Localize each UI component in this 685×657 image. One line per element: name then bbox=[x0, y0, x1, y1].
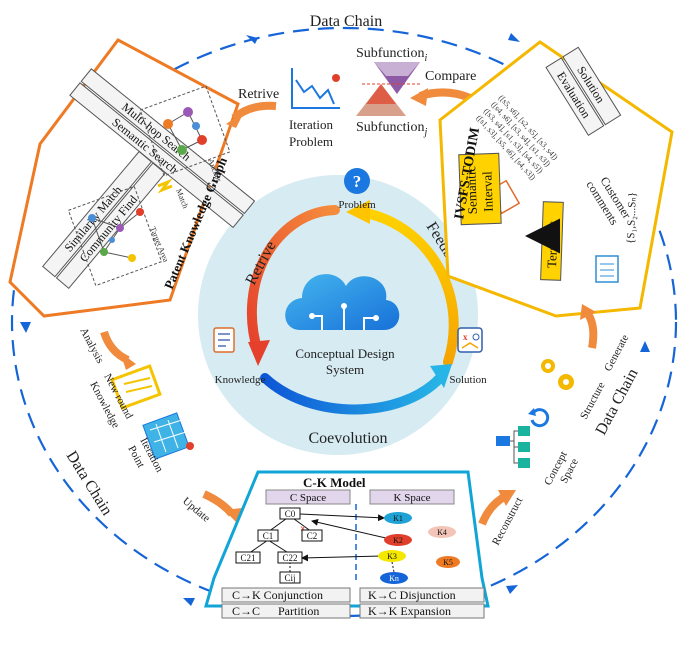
new-round-knowledge-icon bbox=[110, 364, 162, 410]
c-node-cij: Cij bbox=[284, 573, 295, 583]
op-c-c-partition: C→C Partition bbox=[232, 604, 319, 618]
knowledge-label: Knowledge bbox=[215, 374, 266, 386]
data-chain-arrowhead bbox=[506, 585, 518, 594]
subfunction-j-label: Subfunctionj bbox=[356, 120, 427, 138]
data-chain-arrowhead bbox=[183, 598, 195, 606]
c-space-label: C Space bbox=[290, 492, 326, 504]
question-icon bbox=[344, 168, 370, 194]
solution-label: Solution bbox=[449, 374, 487, 386]
op-k-k-expansion: K→K Expansion bbox=[368, 604, 451, 618]
svg-text:x: x bbox=[463, 332, 468, 342]
patent-graph-panel: Multi-hop Search Semantic Search Similar… bbox=[8, 38, 256, 318]
ck-model-title: C-K Model bbox=[303, 475, 366, 490]
iteration-problem-1: Iteration bbox=[289, 117, 334, 132]
op-c-k-conjunction: C→K Conjunction bbox=[232, 588, 323, 602]
target-area-graph bbox=[67, 185, 163, 287]
analysis-arrow-head bbox=[120, 352, 136, 370]
k-node-k2: K2 bbox=[393, 536, 403, 545]
data-chain-label-right: Data Chain bbox=[593, 366, 642, 438]
data-chain-label-top: Data Chain bbox=[310, 13, 382, 30]
data-chain-arrowhead bbox=[246, 35, 258, 44]
semantic-interval-2: Interval bbox=[479, 171, 495, 212]
iteration-problem-chart-icon bbox=[291, 68, 340, 109]
refresh-icon bbox=[528, 408, 550, 428]
c-node-c22: C22 bbox=[282, 553, 297, 563]
anchor-graph bbox=[139, 85, 231, 177]
data-chain-label-left: Data Chain bbox=[63, 448, 116, 518]
coevolution-label: Coevolution bbox=[308, 430, 387, 447]
analysis-label: Analysis bbox=[77, 326, 106, 366]
retrive-arc bbox=[246, 205, 340, 357]
cloud-icon bbox=[285, 274, 400, 330]
solution-icon: x bbox=[457, 327, 483, 353]
retrive-arc-head bbox=[248, 340, 270, 366]
data-chain-arrowhead bbox=[20, 322, 31, 333]
k-node-k5: K5 bbox=[443, 558, 453, 567]
semantic-interval-1: Semantic bbox=[463, 165, 480, 214]
problem-label: Problem bbox=[338, 199, 376, 211]
ck-model-panel: C-K Model C Space K Space × C0 C1 C2 C21… bbox=[204, 470, 490, 619]
retrive-arrow-head bbox=[226, 112, 244, 128]
system-label-1: Conceptual Design bbox=[295, 346, 395, 361]
generate-arrow bbox=[584, 311, 598, 349]
knowledge-icon bbox=[213, 327, 235, 353]
subfunction-i-label: Subfunctioni bbox=[356, 46, 427, 64]
c-node-c2: C2 bbox=[307, 531, 318, 541]
c-node-c21: C21 bbox=[240, 553, 255, 563]
k-node-k1: K1 bbox=[393, 514, 403, 523]
term-set-box: Term Set bbox=[544, 220, 561, 268]
compare-arrow-head bbox=[410, 88, 428, 106]
retrive-arrow bbox=[231, 101, 277, 122]
c-node-c1: C1 bbox=[263, 531, 274, 541]
c-node-c0: C0 bbox=[285, 509, 296, 519]
term-set-icon bbox=[595, 255, 619, 283]
question-glyph: ? bbox=[353, 172, 362, 191]
structure-gears-icon bbox=[541, 359, 574, 390]
compare-label: Compare bbox=[425, 69, 476, 84]
match-bolt-icon bbox=[157, 178, 173, 194]
data-chain-arrowhead bbox=[508, 33, 520, 42]
top-retrive-label: Retrive bbox=[238, 87, 279, 102]
compare-arrow bbox=[418, 88, 472, 102]
feedback-arc-head bbox=[346, 200, 370, 224]
s-set-label: {S₁,S₂...Sₙ} bbox=[625, 192, 639, 244]
subfunction-funnel-icon bbox=[356, 62, 420, 116]
concept-space-tree-icon bbox=[496, 426, 530, 468]
reconstruct-arrow-head bbox=[498, 490, 516, 506]
system-label-2: System bbox=[326, 362, 364, 377]
tod-panel: Solution Evaluation Customer comments {S… bbox=[438, 40, 674, 318]
coevolution-arc bbox=[260, 373, 445, 415]
k-node-kn: Kn bbox=[389, 574, 399, 583]
feedback-arc bbox=[355, 207, 459, 367]
coevolution-arc-head bbox=[430, 364, 452, 388]
k-space-label: K Space bbox=[394, 492, 431, 504]
k-node-k4: K4 bbox=[437, 528, 447, 537]
iteration-problem-2: Problem bbox=[289, 134, 333, 149]
op-k-c-disjunction: K→C Disjunction bbox=[368, 588, 456, 602]
k-node-k3: K3 bbox=[387, 552, 397, 561]
iteration-point-grid-icon bbox=[142, 412, 194, 460]
data-chain-arrowhead bbox=[640, 341, 650, 352]
data-chain-ring bbox=[10, 26, 678, 618]
generate-arrow-head bbox=[580, 304, 596, 320]
